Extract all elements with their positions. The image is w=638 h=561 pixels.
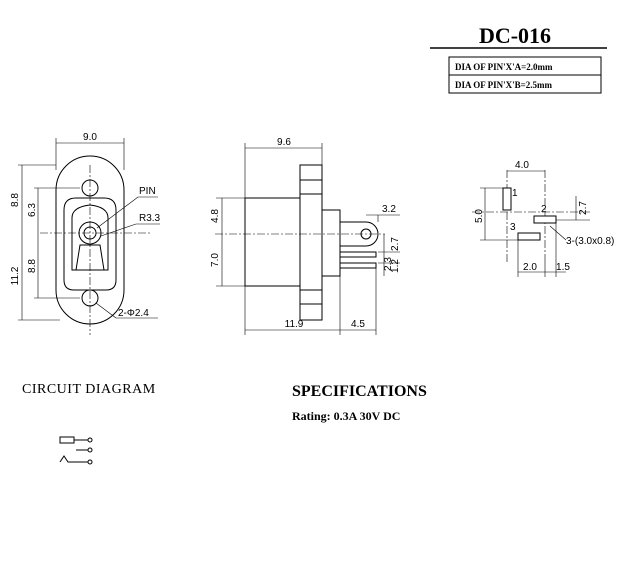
pcb-pin-2: 2	[541, 204, 547, 215]
front-dim-h-upper: 8.8	[10, 193, 21, 207]
front-dim-h-lower-outer: 11.2	[10, 266, 21, 285]
pcb-pin-1: 1	[512, 188, 518, 199]
side-dim-bottom-pin: 4.5	[351, 319, 365, 330]
circuit-symbol	[59, 436, 93, 465]
pcb-slot-leader	[549, 225, 567, 241]
front-view: 9.0 8.8 6.3 11.2 8.8 PIN R3.3 2-Φ2.4	[10, 132, 161, 335]
side-dim-gap-b: 2.3	[383, 257, 394, 271]
side-barrel	[244, 197, 301, 287]
side-flange-bottom-step	[299, 289, 323, 305]
pcb-dim-right: 2.7	[578, 201, 589, 215]
front-inner-frame	[63, 197, 117, 291]
circuit-spring	[59, 455, 88, 463]
circuit-section: CIRCUIT DIAGRAM	[22, 382, 156, 465]
side-pin-top	[339, 221, 379, 247]
circuit-heading: CIRCUIT DIAGRAM	[22, 382, 156, 397]
front-outer-body	[55, 155, 125, 325]
front-hole-label: 2-Φ2.4	[118, 308, 149, 319]
front-dim-top: 9.0	[83, 132, 97, 143]
pin-a-spec: DIA OF PIN'X'A=2.0mm	[455, 62, 553, 72]
pin-b-spec: DIA OF PIN'X'B=2.5mm	[455, 80, 553, 90]
pcb-dim-left: 5.0	[474, 209, 485, 223]
front-hole-bottom	[81, 289, 99, 307]
side-dim-pin: 3.2	[382, 204, 396, 215]
front-dim-h-lower-inner: 8.8	[27, 259, 38, 273]
pcb-dim-top: 4.0	[515, 160, 529, 171]
side-pin-top-hole	[360, 228, 372, 240]
side-dim-top: 9.6	[277, 137, 291, 148]
side-view: 9.6 4.8 7.0 3.2 2.7 2.3 1.2 11.9 4.5	[210, 137, 401, 335]
pcb-slot-1	[502, 187, 512, 211]
front-dim-h-mid: 6.3	[27, 203, 38, 217]
pcb-dim-bottom-b: 1.5	[556, 262, 570, 273]
specs-heading: SPECIFICATIONS	[292, 383, 427, 400]
front-radius-label: R3.3	[139, 213, 161, 224]
front-hole-leader	[95, 302, 117, 319]
pcb-pin-3: 3	[510, 222, 516, 233]
circuit-terminal-3	[87, 459, 93, 465]
side-dim-h-upper: 4.8	[210, 209, 221, 223]
front-pin-leader	[96, 196, 139, 229]
side-dim-h-body: 7.0	[210, 253, 221, 267]
title-block: DC-016 DIA OF PIN'X'A=2.0mm DIA OF PIN'X…	[430, 23, 607, 94]
specs-section: SPECIFICATIONS Rating: 0.3A 30V DC	[292, 383, 427, 423]
pcb-slot-label: 3-(3.0x0.8)	[566, 236, 614, 247]
pcb-layout: 1 2 3 4.0 5.0 2.7 3-(3.0x0.8) 2.0 1.5	[472, 160, 614, 277]
model-title: DC-016	[479, 23, 551, 48]
rating-text: Rating: 0.3A 30V DC	[292, 409, 400, 423]
pcb-slot-3	[517, 232, 541, 241]
front-pin-inner	[83, 226, 97, 240]
pcb-slot-2	[533, 215, 557, 224]
front-pin-outer	[78, 221, 102, 245]
pcb-dim-bottom-a: 2.0	[523, 262, 537, 273]
side-pin-mid	[339, 251, 377, 258]
circuit-terminal-2	[87, 447, 93, 453]
front-radius-leader	[100, 223, 137, 237]
front-hole-top	[81, 179, 99, 197]
front-pin-label: PIN	[139, 186, 156, 197]
circuit-pin	[59, 436, 75, 444]
side-flange-top-step	[299, 179, 323, 195]
side-dim-gap-a: 2.7	[390, 237, 401, 251]
front-socket-opening	[71, 204, 109, 271]
side-pin-bottom	[339, 262, 377, 269]
side-rear-body	[321, 209, 341, 277]
circuit-terminal-1	[87, 437, 93, 443]
side-flange	[299, 164, 323, 321]
side-dim-bottom-body: 11.9	[285, 319, 304, 330]
side-dim-gap-c: 1.2	[390, 259, 401, 273]
front-contact	[75, 244, 105, 271]
